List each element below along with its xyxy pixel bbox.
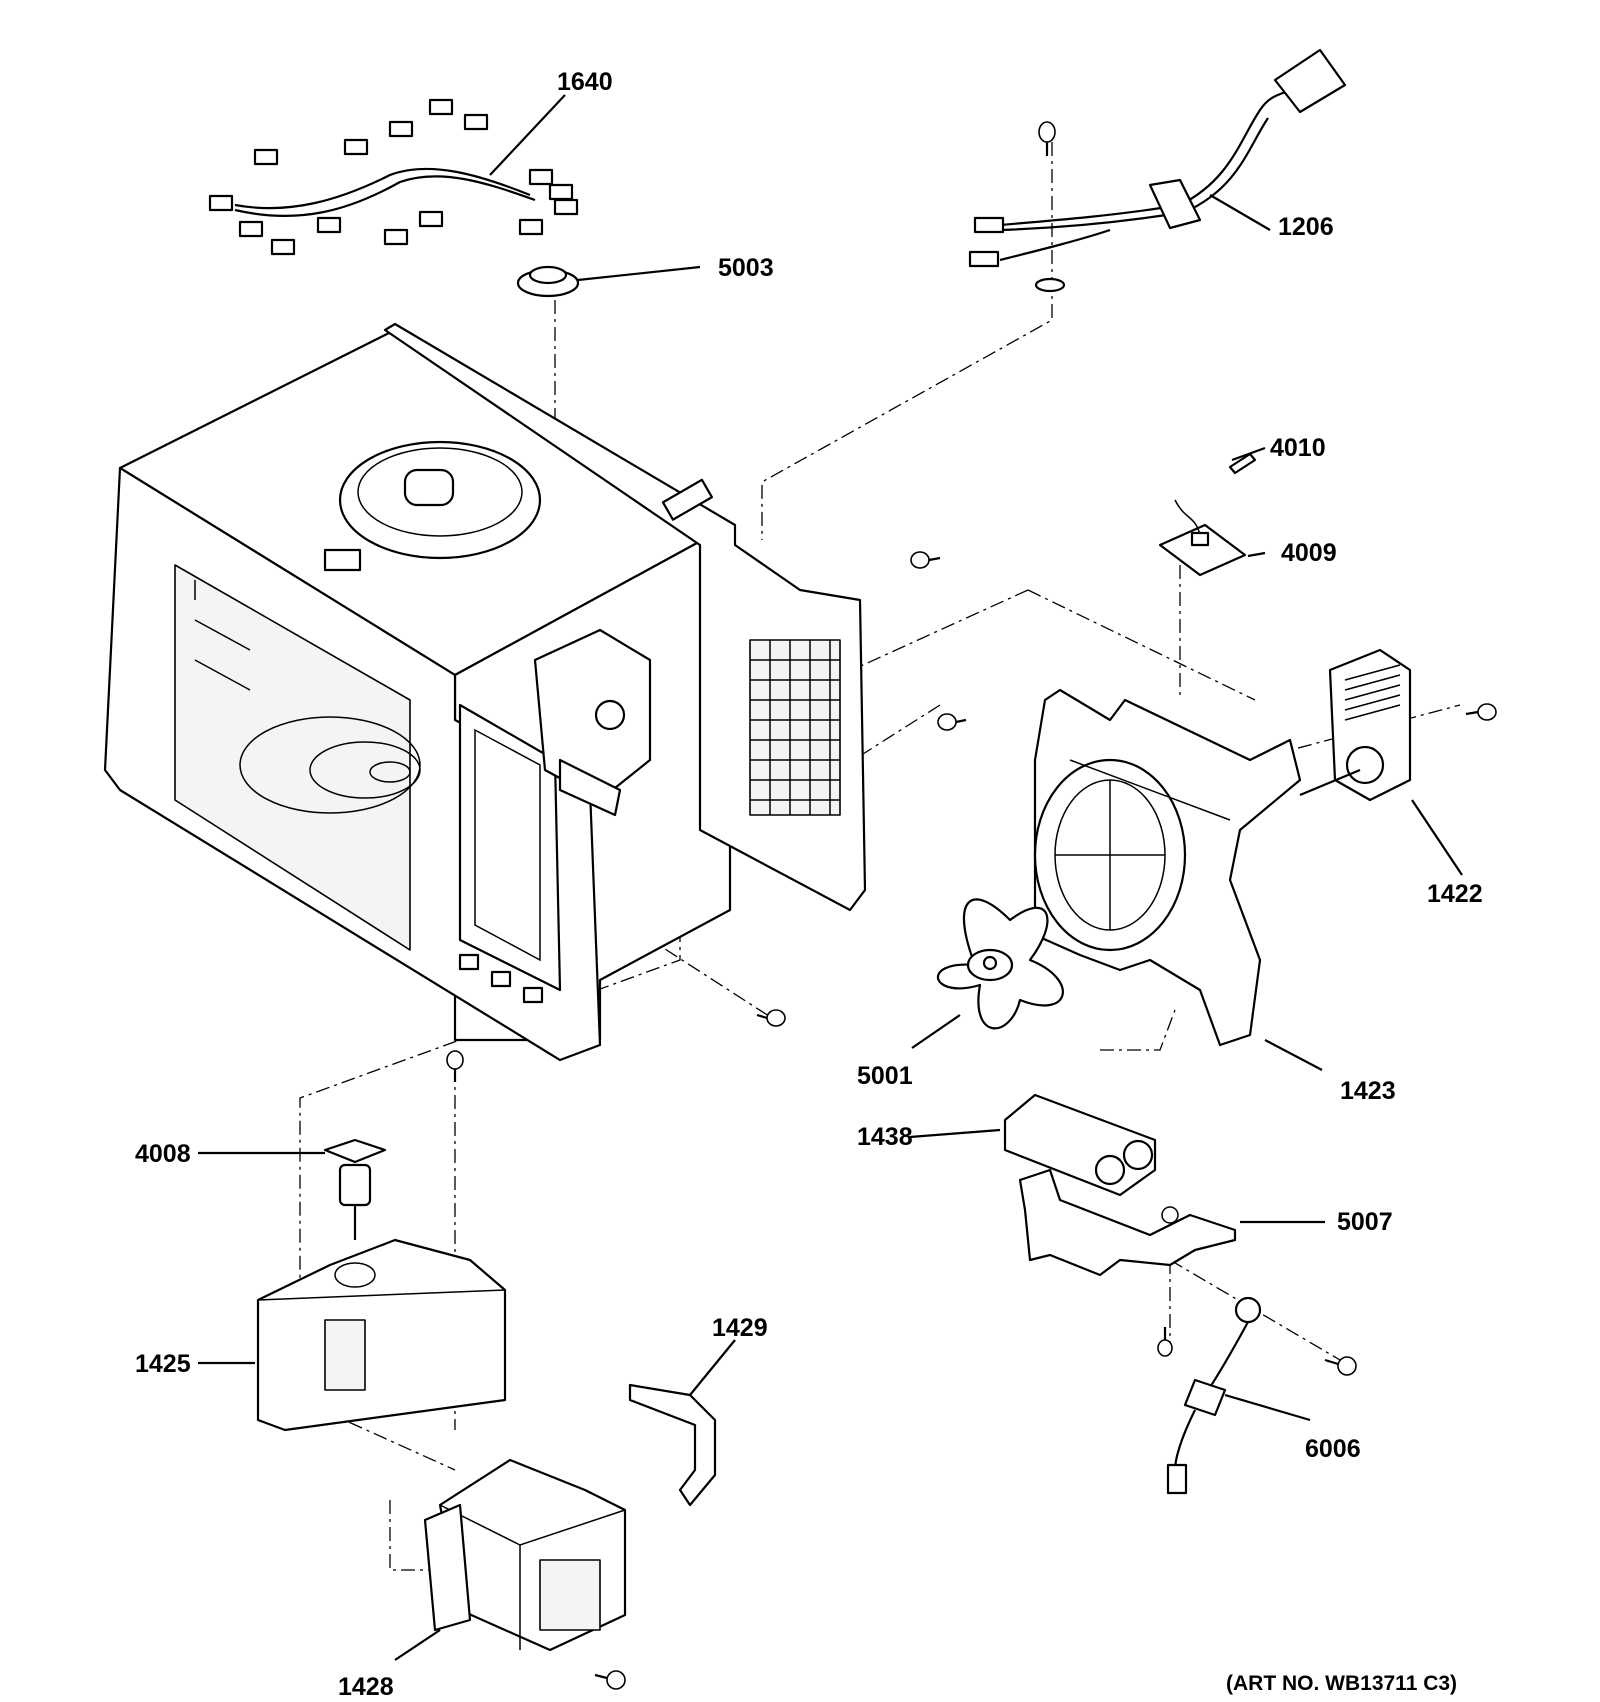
- screw-icon: [1157, 1327, 1173, 1357]
- screw-icon: [594, 1670, 626, 1690]
- waveguide-cover: [256, 1238, 507, 1432]
- callout-5007: 5007: [1337, 1208, 1393, 1236]
- screw-icon: [446, 1050, 464, 1082]
- screw-icon: [756, 1009, 786, 1027]
- screw-icon: [1324, 1356, 1357, 1376]
- leader-lines: [198, 94, 1463, 1661]
- thermal-cutout: [323, 1138, 387, 1240]
- callout-4008: 4008: [135, 1140, 191, 1168]
- callout-1206: 1206: [1278, 213, 1334, 241]
- screw-icon: [1465, 703, 1497, 721]
- callout-1438: 1438: [857, 1123, 913, 1151]
- magnetron: [423, 1458, 627, 1652]
- callout-1429: 1429: [712, 1314, 768, 1342]
- assembly-lines: [299, 142, 1461, 1571]
- callout-1422: 1422: [1427, 880, 1483, 908]
- fan-housing: [1033, 688, 1302, 1047]
- callout-5003: 5003: [718, 254, 774, 282]
- callout-5001: 5001: [857, 1062, 913, 1090]
- callout-labels: 1640 5003 1206 4010 4009 1422 5001 1423 …: [135, 68, 1483, 1701]
- callout-1423: 1423: [1340, 1077, 1396, 1105]
- capacitor-bracket: [1018, 1168, 1237, 1277]
- callout-1428: 1428: [338, 1673, 394, 1701]
- callout-1640: 1640: [557, 68, 613, 96]
- callout-1425: 1425: [135, 1350, 191, 1378]
- magnetron-bracket: [628, 1383, 717, 1507]
- power-cord: [968, 48, 1347, 293]
- callout-6006: 6006: [1305, 1435, 1361, 1463]
- pin: [1228, 452, 1257, 475]
- capacitor: [1003, 1093, 1157, 1197]
- screws: [446, 121, 1497, 1690]
- circuit-board: [1158, 499, 1247, 577]
- screw-icon: [910, 551, 941, 569]
- fan-blade: [936, 898, 1064, 1030]
- oven-cavity: [103, 322, 867, 1062]
- screw-icon: [1038, 121, 1056, 156]
- screw-icon: [937, 713, 967, 731]
- wire-harness: [208, 98, 579, 256]
- diode: [1166, 1296, 1262, 1495]
- callout-4009: 4009: [1281, 539, 1337, 567]
- art-number: (ART NO. WB13711 C3): [1226, 1672, 1457, 1695]
- thermostat: [516, 265, 580, 298]
- callout-4010: 4010: [1270, 434, 1326, 462]
- fan-motor: [1299, 648, 1412, 802]
